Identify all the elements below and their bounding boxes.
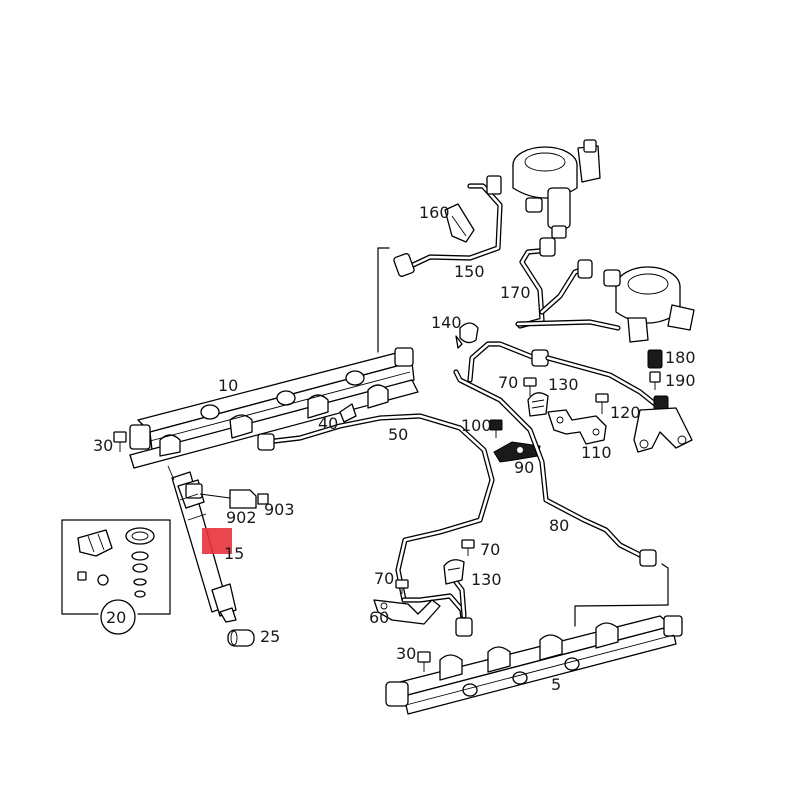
pipe-return-upper — [467, 319, 663, 411]
label-170: 170 — [500, 283, 531, 302]
label-30-lower: 30 — [396, 644, 416, 663]
part-30-bolt-left — [113, 431, 127, 452]
highlight-marker[interactable] — [202, 528, 232, 554]
pressure-sensor-bracket — [633, 395, 693, 453]
part-70-bolt-lower — [395, 579, 409, 594]
label-70-middle: 70 — [480, 540, 500, 559]
label-25: 25 — [260, 627, 280, 646]
label-190: 190 — [665, 371, 696, 390]
label-60: 60 — [369, 608, 389, 627]
label-80: 80 — [549, 516, 569, 535]
seal-kit-20 — [61, 519, 171, 615]
part-130-clamp-upper — [527, 392, 549, 417]
label-120: 120 — [610, 403, 641, 422]
label-5: 5 — [551, 675, 561, 694]
label-130-upper: 130 — [548, 375, 579, 394]
high-pressure-pump-top — [512, 139, 601, 239]
label-160: 160 — [419, 203, 450, 222]
part-60-bracket — [373, 599, 441, 625]
label-70-lower: 70 — [374, 569, 394, 588]
label-20: 20 — [106, 608, 126, 627]
label-100: 100 — [461, 416, 492, 435]
high-pressure-pump-right — [603, 266, 695, 343]
part-70-bolt-upper — [523, 377, 537, 396]
part-140-clip — [455, 322, 479, 349]
label-140: 140 — [431, 313, 462, 332]
label-15: 15 — [224, 544, 244, 563]
part-70-bolt-middle — [461, 539, 475, 556]
part-120-bolt — [595, 393, 609, 414]
label-40: 40 — [318, 414, 338, 433]
part-903-plug — [257, 493, 269, 505]
pipe-50 — [257, 413, 495, 603]
label-110: 110 — [581, 443, 612, 462]
pipe-150 — [393, 175, 503, 277]
pipe-80 — [453, 369, 669, 606]
label-150: 150 — [454, 262, 485, 281]
fuel-rail-10 — [129, 347, 419, 469]
label-10: 10 — [218, 376, 238, 395]
label-902: 902 — [226, 508, 257, 527]
label-30-left: 30 — [93, 436, 113, 455]
part-130-clamp-lower — [443, 559, 465, 585]
pipe-170 — [517, 237, 593, 329]
part-30-bolt-lower — [417, 651, 431, 672]
part-40-clip — [339, 403, 357, 423]
part-160-clip — [444, 203, 475, 243]
injector-15 — [167, 465, 237, 623]
leader-line-5 — [574, 604, 669, 627]
seal-kit-20-badge — [100, 599, 136, 635]
label-130-lower: 130 — [471, 570, 502, 589]
part-110-bracket — [547, 409, 607, 445]
fuel-rail-5 — [385, 615, 683, 715]
part-902-connector — [199, 489, 257, 509]
part-100-bolt — [489, 419, 503, 438]
leader-line-150 — [377, 247, 390, 353]
label-70-upper: 70 — [498, 373, 518, 392]
label-180: 180 — [665, 348, 696, 367]
part-180-sensor — [647, 349, 663, 390]
label-50: 50 — [388, 425, 408, 444]
label-90: 90 — [514, 458, 534, 477]
part-25-sleeve — [227, 629, 255, 647]
label-903: 903 — [264, 500, 295, 519]
